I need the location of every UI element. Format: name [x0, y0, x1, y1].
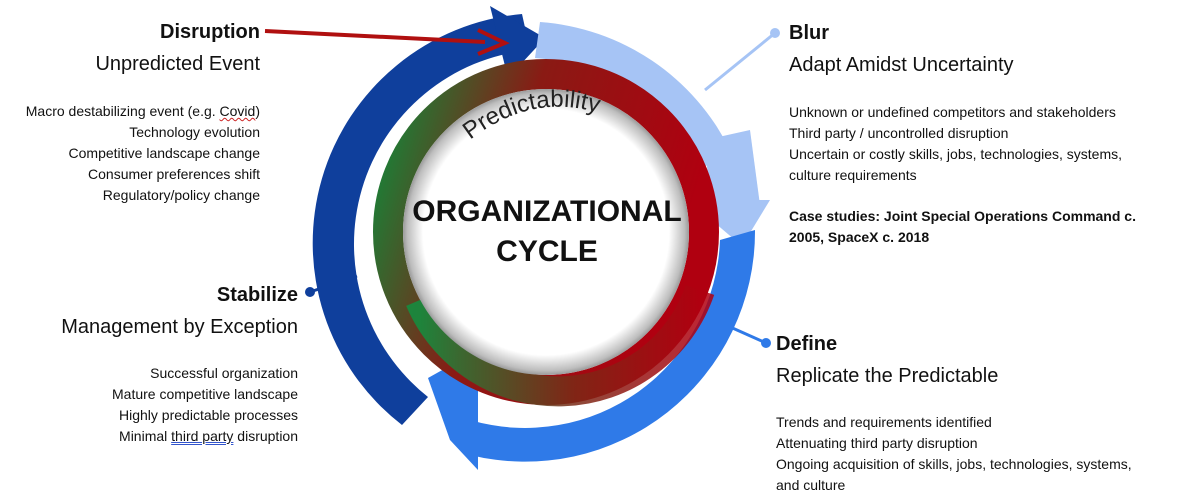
- stabilize-title: Stabilize: [216, 284, 298, 306]
- blur-list: Unknown or undefined competitors and sta…: [789, 102, 1136, 248]
- blur-case-line1: Case studies: Joint Special Operations C…: [789, 208, 1136, 224]
- blur-item-0: Unknown or undefined competitors and sta…: [789, 104, 1116, 120]
- blur-item-1: Third party / uncontrolled disruption: [789, 125, 1009, 141]
- define-item-2: Ongoing acquisition of skills, jobs, tec…: [776, 456, 1132, 472]
- define-section: Define Replicate the Predictable: [776, 332, 998, 388]
- stabilize-item-0: Successful organization: [150, 365, 298, 381]
- define-title: Define: [776, 333, 838, 355]
- disruption-section: Disruption Unpredicted Event: [0, 20, 260, 76]
- disruption-arrow-line: [264, 29, 486, 44]
- center-title: ORGANIZATIONAL CYCLE: [404, 192, 690, 272]
- define-item-0: Trends and requirements identified: [776, 414, 992, 430]
- stabilize-subtitle: Management by Exception: [61, 316, 298, 338]
- stabilize-section: Stabilize Management by Exception: [0, 283, 298, 339]
- disruption-item-1: Technology evolution: [129, 124, 260, 140]
- disruption-arrowhead: [490, 6, 545, 78]
- stabilize-list: Successful organization Mature competiti…: [0, 363, 298, 447]
- third-party-phrase: third party: [171, 428, 234, 444]
- blur-title: Blur: [789, 22, 829, 44]
- define-arc: [470, 230, 756, 462]
- stabilize-arc: [312, 14, 530, 425]
- define-item-1: Attenuating third party disruption: [776, 435, 978, 451]
- blur-section: Blur Adapt Amidst Uncertainty: [789, 21, 1014, 77]
- blur-case-line2: 2005, SpaceX c. 2018: [789, 229, 930, 245]
- disruption-item-3: Consumer preferences shift: [88, 166, 260, 182]
- disruption-item-0: Macro destabilizing event (e.g. Covid): [25, 103, 260, 119]
- blur-connector-dot: [770, 28, 780, 38]
- stabilize-item-1: Mature competitive landscape: [112, 386, 298, 402]
- center-title-line1: ORGANIZATIONAL: [412, 195, 682, 228]
- blur-item-3: culture requirements: [789, 167, 917, 183]
- blur-item-2: Uncertain or costly skills, jobs, techno…: [789, 146, 1123, 162]
- disruption-item-4: Regulatory/policy change: [102, 187, 260, 203]
- stabilize-item-3: Minimal third party disruption: [119, 428, 298, 444]
- disruption-item-2: Competitive landscape change: [68, 145, 260, 161]
- disruption-subtitle: Unpredicted Event: [95, 53, 260, 75]
- disruption-list: Macro destabilizing event (e.g. Covid) T…: [0, 101, 260, 206]
- define-subtitle: Replicate the Predictable: [776, 365, 999, 387]
- covid-word: Covid: [219, 103, 256, 119]
- center-disk: [403, 89, 689, 375]
- define-connector-line: [727, 324, 767, 345]
- disruption-arrow-head: [477, 28, 510, 56]
- center-title-line2: CYCLE: [496, 235, 598, 268]
- define-list: Trends and requirements identified Atten…: [776, 412, 1132, 496]
- define-item-3: and culture: [776, 477, 846, 493]
- define-connector-dot: [761, 338, 771, 348]
- blur-connector-line: [704, 31, 776, 92]
- disruption-title: Disruption: [160, 21, 260, 43]
- stabilize-item-2: Highly predictable processes: [119, 407, 298, 423]
- blur-subtitle: Adapt Amidst Uncertainty: [789, 54, 1014, 76]
- stabilize-connector-dot: [305, 287, 315, 297]
